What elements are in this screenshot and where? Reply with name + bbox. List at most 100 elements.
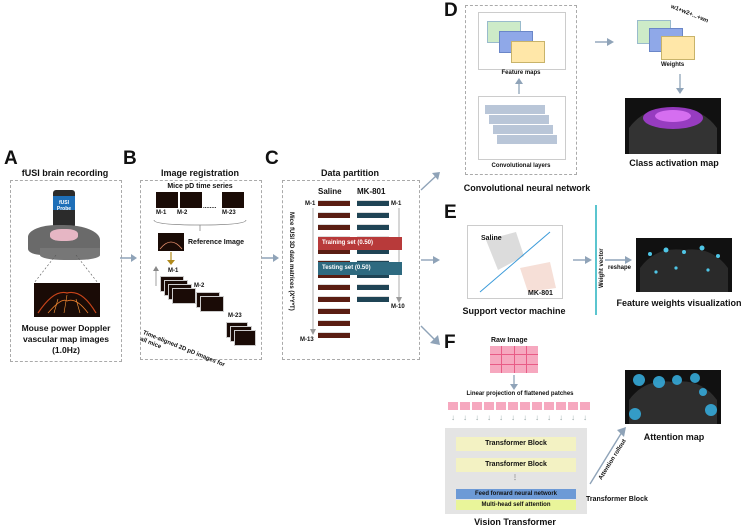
time-series-label: Mice pD time series: [167, 183, 233, 190]
flattened-patch: [544, 402, 554, 410]
transformer-block-2-label: Transformer Block: [485, 461, 547, 468]
mouse-body-icon: [40, 248, 100, 260]
testing-set-label: Testing set (0.50): [322, 265, 371, 271]
weight-vector-bar: [595, 205, 597, 315]
panel-letter-c: C: [265, 148, 279, 169]
training-set-bar: Training set (0.50): [318, 237, 402, 250]
svm-title: Support vector machine: [462, 306, 566, 316]
patch-down-arrow: ↓: [547, 413, 551, 422]
data-strip: [318, 296, 350, 302]
image-patch: [526, 346, 538, 355]
probe-label: fUSI Probe: [56, 200, 72, 212]
image-patch: [490, 346, 502, 355]
left-down-arrow: [310, 208, 316, 335]
left-bottom-label: M-13: [300, 337, 314, 343]
flattened-patch: [460, 402, 470, 410]
stack-label-2: M-2: [194, 283, 205, 289]
panel-a-caption: Mouse power Doppler vascular map images …: [21, 323, 111, 355]
flattened-patch: [472, 402, 482, 410]
class-activation-image: [625, 98, 721, 154]
arrow-fm-weights: [595, 38, 614, 46]
image-patch: [514, 364, 526, 373]
patch-down-arrow: ↓: [499, 413, 503, 422]
attention-map-image: [625, 370, 721, 424]
data-strip: [318, 224, 350, 230]
weights-label: Weights: [661, 62, 685, 68]
image-patch: [490, 355, 502, 364]
arrow-svm-wv: [573, 256, 592, 264]
patch-down-arrow: ↓: [571, 413, 575, 422]
frame-image-1: [156, 192, 178, 208]
col-mk801: MK-801: [357, 187, 386, 196]
probe-icon: [53, 190, 75, 228]
data-strip: [318, 320, 350, 326]
data-strip: [357, 224, 389, 230]
vertical-label: Mice fUSI 3D data matrices (X*Y*T): [288, 212, 294, 311]
data-strip: [318, 332, 350, 338]
flattened-patch: [496, 402, 506, 410]
flattened-patch: [484, 402, 494, 410]
patch-down-arrow: ↓: [535, 413, 539, 422]
transformer-block-1-label: Transformer Block: [485, 440, 547, 447]
image-patch: [514, 355, 526, 364]
transformer-block-1: Transformer Block: [456, 437, 576, 451]
linear-projection-label: Linear projection of flattened patches: [466, 391, 574, 397]
flattened-patch: [448, 402, 458, 410]
panel-letter-d: D: [444, 0, 458, 21]
image-patch: [502, 355, 514, 364]
weights-down-arrow: [676, 74, 684, 94]
flattened-patch: [580, 402, 590, 410]
patch-arrows: ↓↓↓↓↓↓↓↓↓↓↓↓: [448, 413, 598, 423]
reshape-label: reshape: [608, 265, 632, 271]
data-strip: [357, 284, 389, 290]
arrow-c-f: [420, 325, 440, 345]
arrow-c-d: [420, 172, 440, 191]
data-strip: [318, 284, 350, 290]
flattened-patch: [520, 402, 530, 410]
up-arrow-icon: [153, 266, 159, 286]
flattened-patch: [508, 402, 518, 410]
brace-icon: [153, 219, 247, 231]
aligned-stack-2: [196, 292, 246, 322]
doppler-image: [34, 283, 100, 317]
image-patch: [526, 364, 538, 373]
feature-maps-box: [478, 12, 566, 70]
data-strip: [357, 296, 389, 302]
data-strip: [318, 200, 350, 206]
svm-mk801: MK-801: [528, 290, 553, 297]
viz-title: Feature weights visualization: [616, 298, 742, 308]
cnn-title: Convolutional neural network: [463, 183, 591, 193]
right-bottom-label: M-10: [391, 304, 405, 310]
panel-letter-a: A: [4, 148, 18, 169]
stack-label-1: M-1: [168, 268, 179, 274]
patch-down-arrow: ↓: [583, 413, 587, 422]
panel-c-title: Data partition: [320, 168, 379, 178]
zoom-lines-icon: [33, 255, 99, 284]
conv-layers-box: [478, 96, 566, 160]
image-patch: [490, 364, 502, 373]
reference-image: [158, 233, 184, 251]
arrow-c-e: [421, 256, 440, 264]
panel-letter-b: B: [123, 148, 137, 169]
arrow-a-b: [120, 254, 137, 262]
data-strip: [318, 308, 350, 314]
data-strip: [357, 212, 389, 218]
aligned-stack-1: [160, 276, 220, 316]
arrow-reshape: [605, 256, 632, 264]
flattened-patch: [568, 402, 578, 410]
conv-up-arrow: [515, 78, 523, 94]
panel-d-box: [465, 5, 577, 175]
raw-image-grid: [490, 346, 538, 373]
patch-down-arrow: ↓: [463, 413, 467, 422]
vit-title: Vision Transformer: [474, 517, 556, 527]
panel-letter-f: F: [444, 332, 456, 353]
data-strip: [318, 212, 350, 218]
data-strip: [357, 200, 389, 206]
flattened-patches: [448, 402, 598, 412]
patch-down-arrow: ↓: [523, 413, 527, 422]
mhsa-block: Multi-head self attention: [456, 500, 576, 510]
left-top-label: M-1: [305, 201, 316, 207]
weights-stack: [637, 20, 695, 62]
raw-image-label: Raw Image: [491, 337, 528, 344]
panel-a-title: fUSI brain recording: [21, 168, 109, 178]
